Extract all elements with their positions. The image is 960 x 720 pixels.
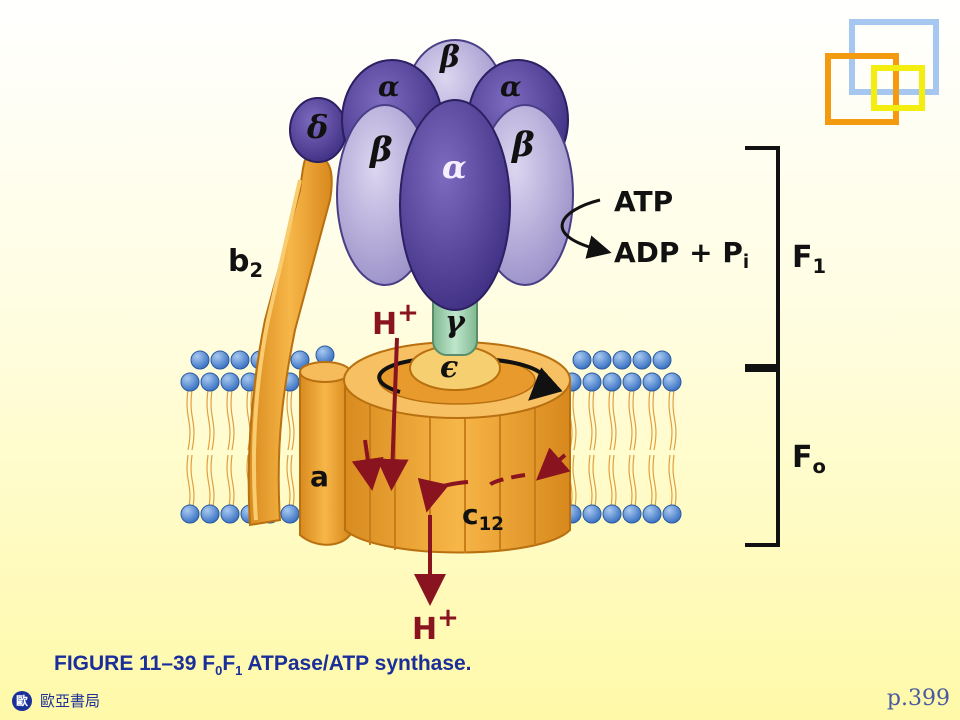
lipid-head xyxy=(642,372,662,392)
lipid-tail xyxy=(226,454,235,513)
lipid-tail xyxy=(286,389,295,451)
lipid-head xyxy=(612,350,632,370)
lipid-tail xyxy=(186,454,195,513)
lipid-head xyxy=(572,350,592,370)
lipid-tail xyxy=(608,389,617,451)
label-adp-pi: ADP + Pi xyxy=(614,236,750,273)
b2-stator xyxy=(247,156,333,527)
lipid-head xyxy=(582,504,602,524)
lipid-tail xyxy=(286,454,295,513)
page-number: p.399 xyxy=(886,686,950,711)
lipid-tail xyxy=(668,454,677,513)
label-b2: b2 xyxy=(228,244,264,282)
c12-ring xyxy=(344,379,571,554)
lipid-head xyxy=(632,350,652,370)
lipid-tail xyxy=(588,389,597,451)
lipid-head xyxy=(180,372,200,392)
a-subunit xyxy=(299,362,351,546)
lipid-head xyxy=(602,504,622,524)
atp-conversion-arrow xyxy=(560,198,612,259)
lipid-tail xyxy=(608,454,617,513)
alpha-subunit-front xyxy=(399,99,511,311)
label-beta-top: β xyxy=(440,40,460,75)
label-h-plus-out: H+ xyxy=(412,603,459,647)
lipid-head xyxy=(230,350,250,370)
label-f1: F1 xyxy=(792,240,827,278)
lipid-tail xyxy=(206,454,215,513)
publisher-name: 歐亞書局 xyxy=(40,692,101,710)
lipid-head xyxy=(180,504,200,524)
lipid-head xyxy=(622,372,642,392)
lipid-head xyxy=(582,372,602,392)
label-a: a xyxy=(310,460,329,493)
label-alpha-front: α xyxy=(442,148,467,186)
b2-stator-inner xyxy=(251,179,302,521)
lipid-tail xyxy=(226,389,235,451)
lipid-tail xyxy=(628,454,637,513)
proton-path xyxy=(351,337,571,606)
lipid-head xyxy=(190,350,210,370)
label-alpha-right: α xyxy=(500,70,522,103)
corner-decoration xyxy=(825,19,939,125)
f1-bracket xyxy=(745,146,780,368)
lipid-head xyxy=(280,504,300,524)
label-beta-right: β xyxy=(512,125,535,165)
lipid-tail xyxy=(628,389,637,451)
lipid-head xyxy=(220,372,240,392)
label-alpha-left: α xyxy=(378,70,400,103)
lipid-head xyxy=(662,504,682,524)
label-c12: c12 xyxy=(462,498,504,535)
lipid-head xyxy=(592,350,612,370)
label-epsilon: ϵ xyxy=(440,350,459,385)
publisher-footer: 歐 歐亞書局 xyxy=(12,690,100,711)
label-gamma: γ xyxy=(445,305,465,340)
lipid-tail xyxy=(186,389,195,451)
lipid-head xyxy=(200,372,220,392)
lipid-tail xyxy=(588,454,597,513)
publisher-logo-icon: 歐 xyxy=(12,690,32,711)
lipid-tail xyxy=(668,389,677,451)
label-atp: ATP xyxy=(614,185,674,218)
lipid-head xyxy=(622,504,642,524)
lipid-head xyxy=(642,504,662,524)
lipid-head xyxy=(200,504,220,524)
lipid-tail xyxy=(206,389,215,451)
lipid-tail xyxy=(648,389,657,451)
lipid-head xyxy=(662,372,682,392)
figure-caption: FIGURE 11–39 F0F1 ATPase/ATP synthase. xyxy=(54,652,472,678)
lipid-tail xyxy=(648,454,657,513)
label-h-plus-in: H+ xyxy=(372,298,419,342)
lipid-head xyxy=(220,504,240,524)
label-beta-left: β xyxy=(370,130,393,170)
label-delta: δ xyxy=(307,108,329,146)
lipid-head xyxy=(602,372,622,392)
fo-bracket xyxy=(745,368,780,547)
lipid-head xyxy=(652,350,672,370)
lipid-head xyxy=(210,350,230,370)
label-fo: Fo xyxy=(792,440,826,478)
